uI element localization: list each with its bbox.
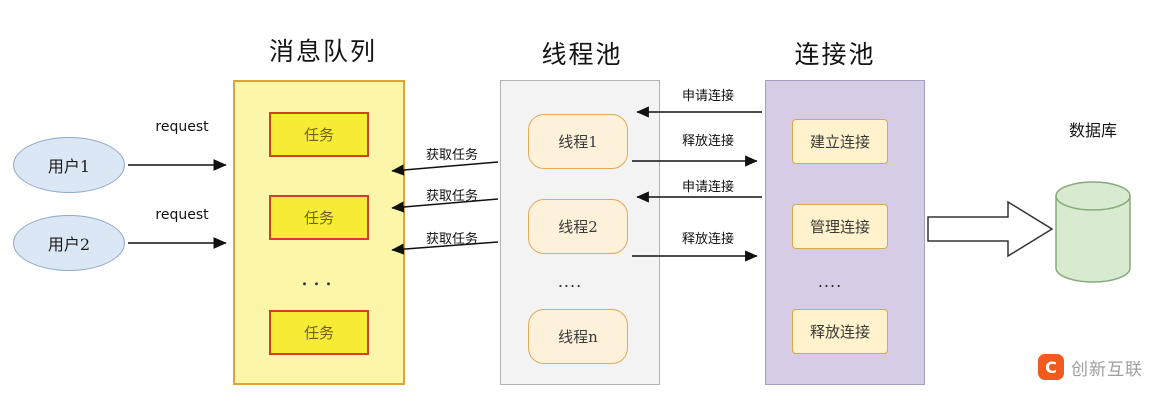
user-1-node: 用户1 xyxy=(13,137,125,193)
acquire-connection-label-1: 申请连接 xyxy=(681,89,734,104)
to-database-block-arrow xyxy=(927,200,1054,258)
watermark-text: 创新互联 xyxy=(1071,359,1143,380)
release-connection-box-label: 释放连接 xyxy=(809,323,870,341)
thread-2-label: 线程2 xyxy=(558,218,598,236)
thread-pool-ellipsis: .... xyxy=(557,272,583,291)
task-1-label: 任务 xyxy=(303,126,334,144)
database-cylinder-icon xyxy=(1055,181,1131,283)
thread-pool-title: 线程池 xyxy=(541,40,623,69)
message-queue-title: 消息队列 xyxy=(268,37,377,66)
thread-1-label: 线程1 xyxy=(558,133,598,151)
manage-connection-label: 管理连接 xyxy=(809,218,870,236)
request-label-1: request xyxy=(155,119,209,135)
acquire-connection-label-2: 申请连接 xyxy=(681,180,734,195)
task-2-label: 任务 xyxy=(303,209,334,227)
task-3-label: 任务 xyxy=(303,324,334,342)
fetch-task-label-1: 获取任务 xyxy=(425,148,478,163)
user-2-node: 用户2 xyxy=(13,215,125,271)
database-label: 数据库 xyxy=(1068,121,1117,140)
connection-pool-ellipsis: .... xyxy=(817,272,843,291)
watermark-logo-icon: C xyxy=(1038,354,1064,380)
user-2-label: 用户2 xyxy=(47,235,91,254)
thread-box-n: 线程n xyxy=(528,309,628,364)
thread-n-label: 线程n xyxy=(558,328,598,346)
request-label-2: request xyxy=(155,207,209,223)
thread-box-2: 线程2 xyxy=(528,199,628,254)
connection-pool-title: 连接池 xyxy=(794,40,876,69)
watermark: C 创新互联 xyxy=(1038,354,1143,380)
task-box-3: 任务 xyxy=(269,310,369,355)
release-connection-box: 释放连接 xyxy=(792,309,888,354)
message-queue-ellipsis: ... xyxy=(301,266,337,291)
fetch-task-arrow-1 xyxy=(391,161,499,176)
establish-connection-label: 建立连接 xyxy=(809,133,870,151)
release-connection-label-1: 释放连接 xyxy=(681,134,734,149)
manage-connection-box: 管理连接 xyxy=(792,204,888,249)
task-box-2: 任务 xyxy=(269,195,369,240)
user-1-label: 用户1 xyxy=(47,157,91,176)
task-box-1: 任务 xyxy=(269,112,369,157)
fetch-task-label-2: 获取任务 xyxy=(425,189,478,204)
fetch-task-label-3: 获取任务 xyxy=(425,232,478,247)
thread-box-1: 线程1 xyxy=(528,114,628,169)
establish-connection-box: 建立连接 xyxy=(792,119,888,164)
release-connection-label-2: 释放连接 xyxy=(681,232,734,247)
